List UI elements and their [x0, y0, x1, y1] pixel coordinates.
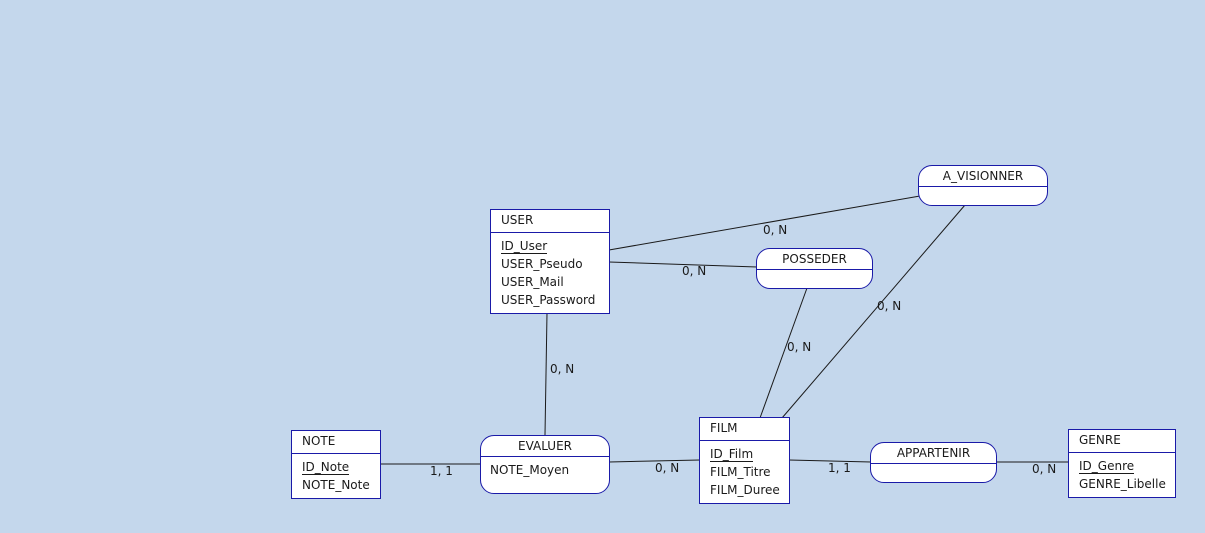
entity-field: FILM_Duree — [710, 483, 780, 497]
entity-field: GENRE_Libelle — [1079, 477, 1166, 491]
association-evaluer[interactable]: EVALUER NOTE_Moyen — [480, 435, 610, 494]
cardinality-film-appartenir: 1, 1 — [828, 461, 851, 475]
entity-user[interactable]: USER ID_User USER_Pseudo USER_Mail USER_… — [490, 209, 610, 314]
entity-title: GENRE — [1069, 430, 1175, 453]
association-posseder[interactable]: POSSEDER — [756, 248, 873, 289]
cardinality-film-posseder: 0, N — [787, 340, 812, 354]
association-title: A_VISIONNER — [919, 166, 1047, 187]
entity-film[interactable]: FILM ID_Film FILM_Titre FILM_Duree — [699, 417, 790, 504]
primary-key-field: ID_Note — [302, 460, 350, 475]
link-avisionner-film — [781, 204, 966, 419]
primary-key-field: ID_Film — [710, 447, 754, 462]
entity-field: USER_Pseudo — [501, 257, 583, 271]
cardinality-user-evaluer: 0, N — [550, 362, 575, 376]
primary-key-field: ID_Genre — [1079, 459, 1135, 474]
entity-title: NOTE — [292, 431, 380, 454]
link-user-avisionner — [608, 195, 921, 251]
association-title: EVALUER — [481, 436, 609, 457]
link-user-posseder — [608, 261, 758, 268]
cardinality-note-evaluer: 1, 1 — [430, 464, 453, 478]
association-appartenir[interactable]: APPARTENIR — [870, 442, 997, 483]
entity-title: FILM — [700, 418, 789, 441]
cardinality-user-avisionner: 0, N — [763, 223, 788, 237]
association-title: APPARTENIR — [871, 443, 996, 464]
link-user-evaluer — [544, 312, 548, 436]
entity-field: USER_Password — [501, 293, 596, 307]
association-field: NOTE_Moyen — [490, 463, 570, 477]
cardinality-genre-appartenir: 0, N — [1032, 462, 1057, 476]
primary-key-field: ID_User — [501, 239, 548, 254]
association-title: POSSEDER — [757, 249, 872, 270]
entity-title: USER — [491, 210, 609, 233]
entity-genre[interactable]: GENRE ID_Genre GENRE_Libelle — [1068, 429, 1176, 498]
link-film-appartenir — [788, 459, 872, 463]
cardinality-user-posseder: 0, N — [682, 264, 707, 278]
entity-field: USER_Mail — [501, 275, 564, 289]
cardinality-film-evaluer: 0, N — [655, 461, 680, 475]
link-posseder-film — [759, 287, 808, 419]
link-evaluer-film — [608, 459, 701, 463]
entity-field: NOTE_Note — [302, 478, 370, 492]
entity-note[interactable]: NOTE ID_Note NOTE_Note — [291, 430, 381, 499]
cardinality-film-avisionner: 0, N — [877, 299, 902, 313]
association-a-visionner[interactable]: A_VISIONNER — [918, 165, 1048, 206]
entity-field: FILM_Titre — [710, 465, 771, 479]
